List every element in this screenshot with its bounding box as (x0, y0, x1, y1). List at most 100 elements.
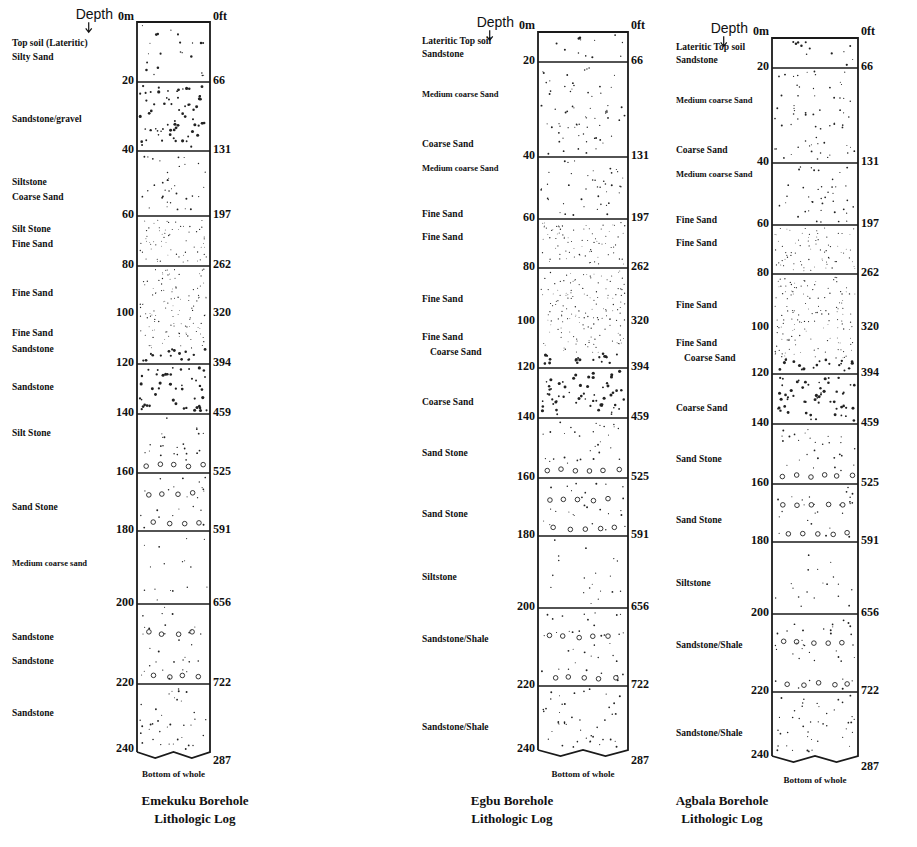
sand-grain (170, 355, 172, 357)
sand-grain (162, 374, 165, 377)
sand-grain (804, 321, 805, 322)
sand-grain (778, 76, 780, 78)
sand-grain (179, 41, 181, 43)
sand-grain (162, 437, 163, 438)
sand-grain (158, 230, 160, 232)
sand-grain (825, 267, 827, 269)
sand-grain (829, 401, 831, 403)
sand-grain (586, 385, 589, 388)
depth-feet: 656 (213, 596, 231, 609)
sand-grain (168, 336, 169, 337)
sand-grain (814, 398, 817, 401)
lithology-label: Sandstone (676, 56, 718, 66)
pebble-symbol (785, 682, 790, 687)
sand-grain (828, 320, 829, 321)
sand-grain (548, 261, 550, 263)
sand-grain (620, 342, 622, 344)
pebble-symbol (780, 474, 785, 479)
sand-grain (806, 591, 808, 593)
sand-grain (774, 353, 776, 355)
sand-grain (808, 237, 810, 239)
pebble-symbol (575, 497, 580, 502)
sand-grain (852, 732, 853, 733)
sand-grain (802, 629, 804, 631)
sand-grain (157, 369, 159, 371)
sand-grain (782, 378, 784, 380)
lithology-label: Fine Sand (422, 333, 463, 343)
layer-boundary (137, 81, 210, 83)
sand-grain (145, 238, 147, 240)
sand-grain (781, 356, 782, 357)
sand-grain (849, 234, 851, 236)
sand-grain (777, 730, 779, 732)
sand-grain (792, 395, 794, 397)
layer-boundary (772, 423, 858, 425)
sand-grain (602, 386, 604, 388)
sand-grain (544, 278, 545, 279)
sand-grain (554, 283, 555, 284)
pebbles (144, 462, 855, 688)
sand-grain (201, 323, 202, 324)
pebble-symbol (833, 682, 838, 687)
sand-grain (159, 382, 162, 385)
sand-grain (786, 745, 787, 746)
sand-grain (574, 279, 576, 281)
sand-grain (802, 702, 804, 704)
sand-grain (155, 269, 156, 270)
sand-grain (578, 397, 581, 400)
sand-grain (613, 407, 615, 409)
sand-grain (784, 74, 786, 76)
depth-feet: 131 (861, 155, 879, 168)
sand-grain (620, 591, 621, 592)
sand-grain (171, 348, 173, 350)
sand-grain (146, 258, 147, 259)
sand-grain (589, 741, 590, 742)
sand-grain (154, 184, 156, 186)
pebble-symbol (196, 674, 201, 679)
layer-boundary (772, 273, 858, 275)
depth-meters: 240 (116, 742, 134, 755)
sand-grain (557, 721, 559, 723)
sand-grain (188, 368, 190, 370)
sand-grain (567, 297, 568, 298)
sand-grain (849, 746, 850, 747)
sand-grain (803, 280, 804, 281)
sand-grain (603, 308, 605, 310)
sand-grain (193, 323, 194, 324)
lithology-label: Fine Sand (12, 240, 53, 250)
sand-grain (567, 486, 568, 487)
sand-grain (592, 179, 594, 181)
pebble-symbol (601, 468, 606, 473)
sand-grain (588, 326, 589, 327)
sand-grain (840, 470, 842, 472)
lithology-label: Fine Sand (676, 216, 717, 226)
sand-grain (837, 342, 839, 344)
sand-grain (140, 704, 142, 706)
sand-grain (563, 203, 564, 204)
sand-grain (620, 313, 621, 314)
sand-grain (854, 268, 856, 270)
sand-grain (198, 433, 200, 435)
lithology-label: Silt Stone (12, 429, 51, 439)
sand-grain (793, 108, 794, 109)
sand-grain (177, 228, 179, 230)
sand-grain (145, 335, 146, 336)
sand-grain (203, 75, 204, 76)
sand-grain (844, 357, 845, 358)
sand-grain (183, 254, 185, 256)
sand-grain (192, 195, 194, 197)
sand-grain (197, 497, 198, 498)
sand-grain (146, 236, 147, 237)
sand-grain (586, 506, 588, 508)
bottom-note: Bottom of whole (784, 776, 847, 785)
depth-feet: 197 (631, 211, 649, 224)
sand-grain (851, 407, 854, 410)
sand-grain (600, 204, 602, 206)
sand-grain (565, 250, 566, 251)
sand-grain (606, 111, 608, 113)
sand-grain (842, 688, 844, 690)
sand-grain (153, 103, 155, 105)
sand-grain (846, 356, 847, 357)
sand-grain (191, 130, 194, 133)
sand-grain (787, 310, 788, 311)
